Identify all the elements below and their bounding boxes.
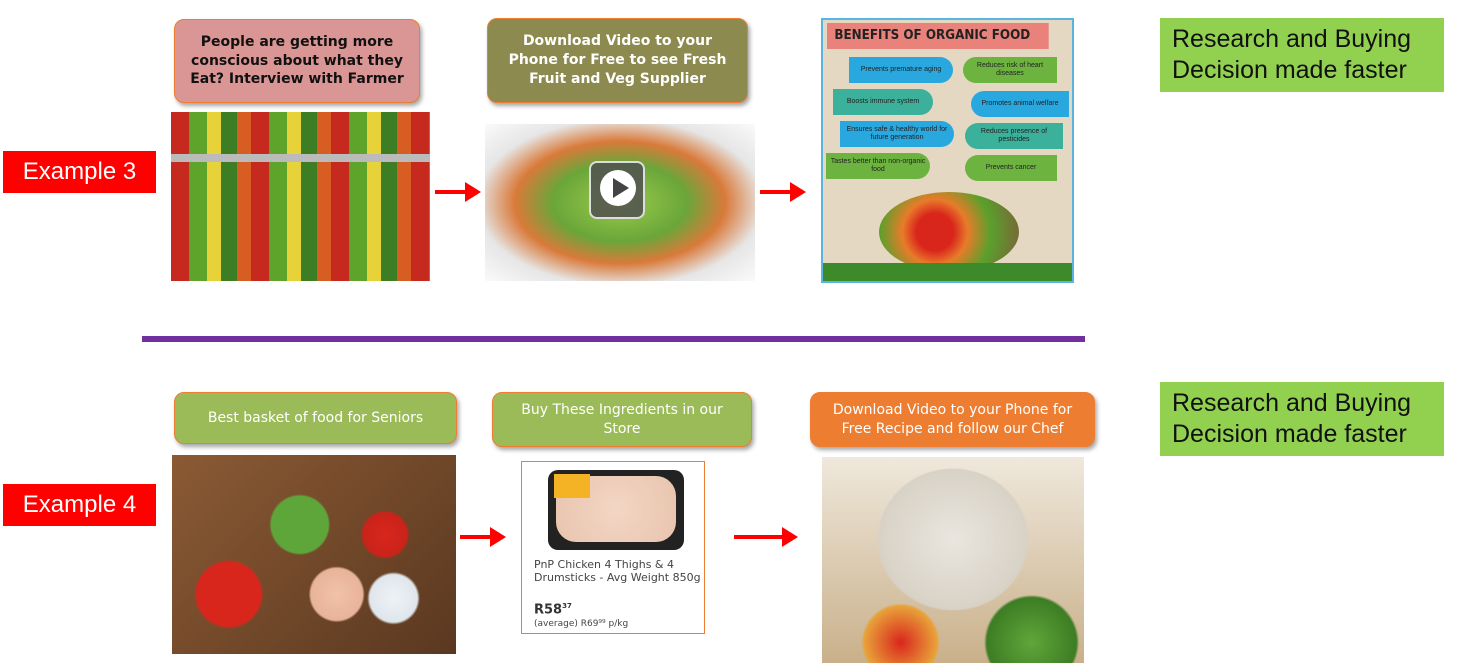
- example-3-label: Example 3: [3, 151, 156, 193]
- step-download-video-caption: Download Video to your Phone for Free to…: [487, 18, 748, 103]
- benefit-item: Reduces risk of heart diseases: [963, 57, 1057, 83]
- benefit-item: Tastes better than non-organic food: [826, 153, 930, 179]
- infographic-title: BENEFITS OF ORGANIC FOOD: [827, 23, 1049, 49]
- product-price-cents: 37: [562, 602, 572, 610]
- product-unit-price: (average) R69⁹⁹ p/kg: [534, 619, 629, 629]
- step-buy-ingredients-caption: Buy These Ingredients in our Store: [492, 392, 752, 447]
- arrow-icon: [435, 182, 481, 202]
- step-basket-caption: Best basket of food for Seniors: [174, 392, 457, 444]
- benefit-item: Prevents cancer: [965, 155, 1057, 181]
- arrow-icon: [460, 527, 506, 547]
- product-card[interactable]: PnP Chicken 4 Thighs & 4 Drumsticks - Av…: [521, 461, 705, 634]
- arrow-icon: [760, 182, 806, 202]
- vegetables-image: [879, 192, 1019, 272]
- divider: [142, 336, 1085, 342]
- organic-food-infographic: BENEFITS OF ORGANIC FOOD Prevents premat…: [821, 18, 1074, 283]
- product-price: R58: [534, 602, 563, 618]
- step-recipe-video-caption: Download Video to your Phone for Free Re…: [810, 392, 1095, 447]
- benefit-item: Prevents premature aging: [849, 57, 953, 83]
- seniors-cooking-image: [822, 457, 1084, 663]
- result-box: Research and Buying Decision made faster: [1160, 18, 1444, 92]
- salad-video-thumbnail[interactable]: [485, 124, 755, 281]
- play-icon: [613, 178, 629, 198]
- arrow-icon: [734, 527, 798, 547]
- chicken-product-image: [548, 470, 684, 550]
- play-button[interactable]: [589, 161, 645, 219]
- benefit-item: Ensures safe & healthy world for future …: [840, 121, 954, 147]
- benefit-item: Boosts immune system: [833, 89, 933, 115]
- result-box: Research and Buying Decision made faster: [1160, 382, 1444, 456]
- vegetable-market-image: [171, 112, 430, 281]
- example-4-label: Example 4: [3, 484, 156, 526]
- product-name[interactable]: PnP Chicken 4 Thighs & 4 Drumsticks - Av…: [534, 558, 701, 584]
- senior-food-basket-image: [172, 455, 456, 654]
- benefit-item: Reduces presence of pesticides: [965, 123, 1063, 149]
- step-interview-caption: People are getting more conscious about …: [174, 19, 420, 103]
- benefit-item: Promotes animal welfare: [971, 91, 1069, 117]
